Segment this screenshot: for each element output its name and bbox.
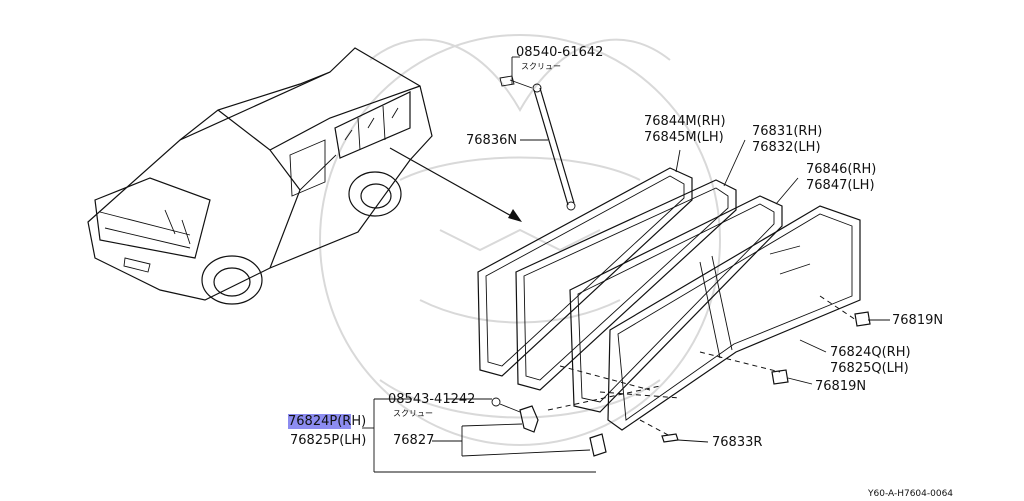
strut-part: [499, 75, 576, 211]
strut-number: 76836N: [466, 133, 518, 148]
small-parts: [491, 311, 890, 457]
molding-2-rh: 76831(RH): [752, 124, 823, 139]
assembly-rh-highlight: 76824P(R: [288, 414, 352, 429]
window-frames: [477, 167, 861, 431]
molding-1-lh: 76845M(LH): [644, 130, 724, 145]
screw-bottom-number: 08543-41242: [388, 392, 476, 407]
pointer-arrow: [389, 147, 522, 222]
molding-3-rh: 76846(RH): [806, 162, 877, 177]
screw-top-number: 08540-61642: [516, 45, 604, 60]
alignment-dashes: [547, 295, 857, 437]
latch-number: 76827: [393, 433, 435, 448]
glass-rh: 76824Q(RH): [830, 345, 911, 360]
assembly-lh-label: 76825P(LH): [290, 433, 367, 448]
glass-lh: 76825Q(LH): [830, 361, 909, 376]
molding-1-rh: 76844M(RH): [644, 114, 726, 129]
screw-top-note: スクリュー: [521, 62, 561, 71]
clip-lower-number: 76819N: [815, 379, 867, 394]
molding-2-lh: 76832(LH): [752, 140, 821, 155]
clip-upper-number: 76819N: [892, 313, 944, 328]
footer-code: Y60-A-H7604-0064: [868, 489, 954, 499]
vehicle-illustration: [87, 47, 433, 305]
assembly-rh-rest: H): [351, 414, 367, 429]
leader-lines: [362, 56, 827, 473]
watermark-logo: [319, 34, 721, 446]
assembly-rh-label: 76824P(RH): [288, 414, 367, 429]
screw-bottom-note: スクリュー: [393, 409, 433, 418]
pad-number: 76833R: [712, 435, 763, 450]
molding-3-lh: 76847(LH): [806, 178, 875, 193]
